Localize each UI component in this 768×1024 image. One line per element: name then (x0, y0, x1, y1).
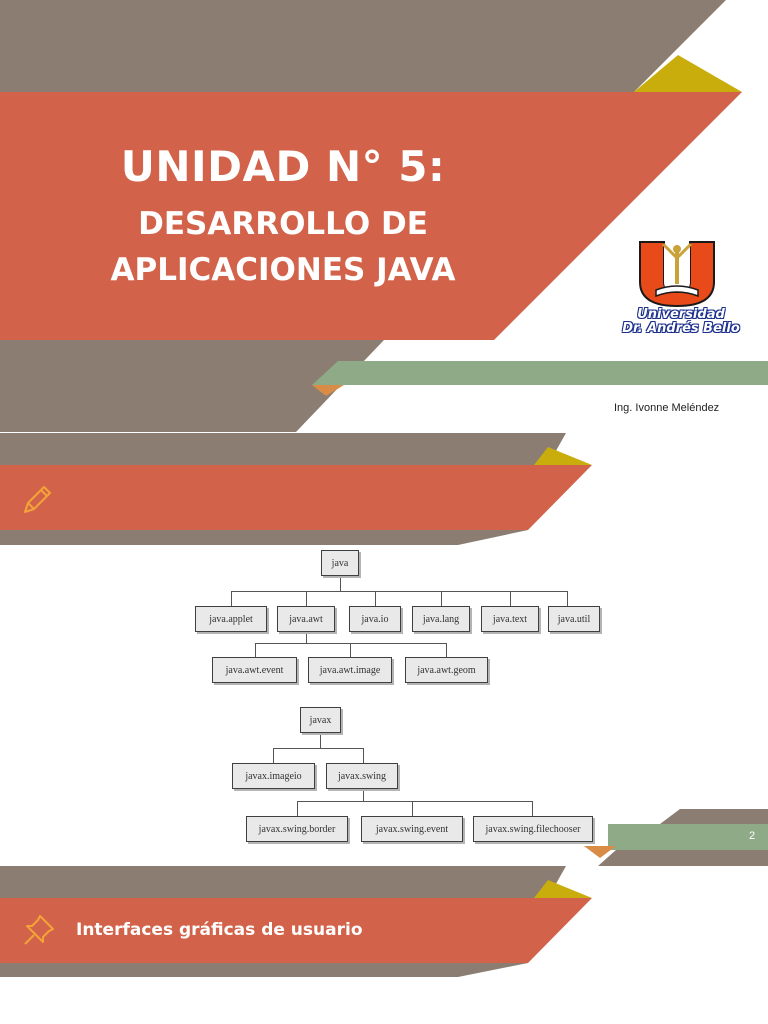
left-taupe-wedge (0, 340, 384, 432)
package-javax: javax (300, 707, 341, 733)
package-javax-imageio: javax.imageio (232, 763, 315, 789)
band2-taupe-top (0, 866, 566, 898)
top-mustard-triangle (634, 55, 742, 92)
package-java: java (321, 550, 359, 576)
package-java-applet: java.applet (195, 606, 267, 632)
package-java-awt-geom: java.awt.geom (405, 657, 488, 683)
pagenum-sage (608, 824, 768, 850)
package-java-awt-image: java.awt.image (308, 657, 392, 683)
package-java-awt-event: java.awt.event (212, 657, 297, 683)
page-number: 2 (749, 830, 756, 842)
band2-taupe-bottom (0, 963, 528, 977)
pagenum-taupe-top (660, 809, 768, 824)
package-javax-swing-border: javax.swing.border (246, 816, 348, 842)
package-javax-swing-filechooser: javax.swing.filechooser (473, 816, 593, 842)
package-java-util: java.util (548, 606, 600, 632)
band1-mustard (534, 447, 592, 465)
orange-accent-small (312, 385, 344, 396)
band1-taupe-bottom (0, 530, 528, 545)
university-logo-icon (639, 241, 715, 308)
slide-subtitle-line2: APLICACIONES JAVA (110, 252, 456, 288)
band1-coral (0, 465, 592, 530)
package-java-awt: java.awt (277, 606, 335, 632)
package-javax-swing: javax.swing (326, 763, 398, 789)
top-taupe-band (0, 0, 726, 92)
pencil-icon (24, 486, 51, 513)
package-java-text: java.text (481, 606, 539, 632)
title-coral-band (0, 92, 742, 340)
band2-mustard (534, 880, 592, 898)
pagenum-taupe-bottom (598, 850, 768, 866)
band1-taupe-top (0, 433, 566, 465)
pushpin-icon (24, 915, 54, 945)
section-title: Interfaces gráficas de usuario (76, 920, 363, 940)
author-name: Ing. Ivonne Meléndez (614, 402, 720, 414)
slide-title: UNIDAD N° 5: (120, 142, 446, 191)
package-java-lang: java.lang (412, 606, 470, 632)
package-javax-swing-event: javax.swing.event (361, 816, 463, 842)
pagenum-orange (584, 846, 616, 858)
slide-subtitle-line1: DESARROLLO DE (138, 206, 428, 242)
logo-text-line2: Dr. Andrés Bello (622, 321, 740, 336)
band2-coral (0, 898, 592, 963)
package-java-io: java.io (349, 606, 401, 632)
logo-text-line1: Universidad (637, 307, 725, 322)
sage-band (312, 361, 768, 385)
